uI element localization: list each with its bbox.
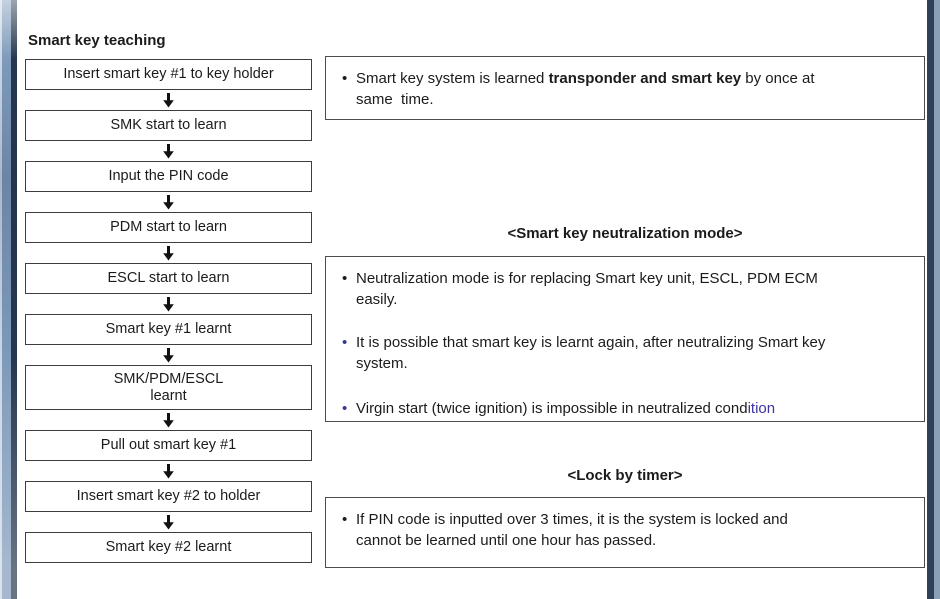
arrow-down-icon <box>25 141 312 161</box>
lock-timer-bullet-1: • If PIN code is inputted over 3 times, … <box>342 509 908 551</box>
lock-by-timer-note-box: • If PIN code is inputted over 3 times, … <box>325 497 925 568</box>
neutralization-text-3: Virgin start (twice ignition) is impossi… <box>356 398 908 419</box>
bullet-dot-icon: • <box>342 70 348 87</box>
neutralization-bullet-1: • Neutralization mode is for replacing S… <box>342 268 908 310</box>
arrow-down-icon <box>25 90 312 110</box>
smart-key-teaching-flowchart: Smart key teaching Insert smart key #1 t… <box>25 30 312 563</box>
arrow-down-icon <box>25 294 312 314</box>
left-page-edge <box>0 0 17 599</box>
flow-step-pdm-learn: PDM start to learn <box>25 212 312 243</box>
bullet-dot-icon: • <box>342 334 348 351</box>
intro-text-bold: transponder and smart key <box>548 70 742 87</box>
flowchart-title: Smart key teaching <box>28 32 166 49</box>
flow-step-key2-learnt: Smart key #2 learnt <box>25 532 312 563</box>
flow-step-pull-out-key1: Pull out smart key #1 <box>25 430 312 461</box>
flow-step-insert-key2: Insert smart key #2 to holder <box>25 481 312 512</box>
lock-timer-text-1: If PIN code is inputted over 3 times, it… <box>356 511 788 549</box>
neutralization-note-box: • Neutralization mode is for replacing S… <box>325 256 925 422</box>
flow-step-insert-key1: Insert smart key #1 to key holder <box>25 59 312 90</box>
flow-step-pin-code: Input the PIN code <box>25 161 312 192</box>
bullet-dot-icon: • <box>342 270 348 287</box>
intro-note-text: Smart key system is learned transponder … <box>356 68 908 110</box>
arrow-down-icon <box>25 512 312 532</box>
intro-bullet-item: • Smart key system is learned transponde… <box>342 68 908 110</box>
neutralization-text-3-blue: ition <box>747 400 776 417</box>
flow-step-smk-learn: SMK start to learn <box>25 110 312 141</box>
bullet-dot-icon: • <box>342 400 348 417</box>
intro-note-box: • Smart key system is learned transponde… <box>325 56 925 120</box>
flow-step-escl-learn: ESCL start to learn <box>25 263 312 294</box>
flow-step-smk-pdm-escl-learnt: SMK/PDM/ESCL learnt <box>25 365 312 410</box>
intro-text-suffix: by once at same time. <box>356 70 815 108</box>
arrow-down-icon <box>25 461 312 481</box>
flow-step-key1-learnt: Smart key #1 learnt <box>25 314 312 345</box>
arrow-down-icon <box>25 192 312 212</box>
neutralization-text-1: Neutralization mode is for replacing Sma… <box>356 270 818 308</box>
arrow-down-icon <box>25 345 312 365</box>
arrow-down-icon <box>25 243 312 263</box>
neutralization-bullet-3: • Virgin start (twice ignition) is impos… <box>342 398 908 419</box>
neutralization-text-3-main: Virgin start (twice ignition) is impossi… <box>356 400 748 417</box>
bullet-dot-icon: • <box>342 511 348 528</box>
arrow-down-icon <box>25 410 312 430</box>
right-page-edge <box>927 0 940 599</box>
neutralization-text-2: It is possible that smart key is learnt … <box>356 334 826 372</box>
neutralization-mode-heading: <Smart key neutralization mode> <box>507 225 743 242</box>
neutralization-bullet-2: • It is possible that smart key is learn… <box>342 332 908 374</box>
intro-text-prefix: Smart key system is learned <box>356 70 549 87</box>
lock-by-timer-heading: <Lock by timer> <box>567 467 683 484</box>
